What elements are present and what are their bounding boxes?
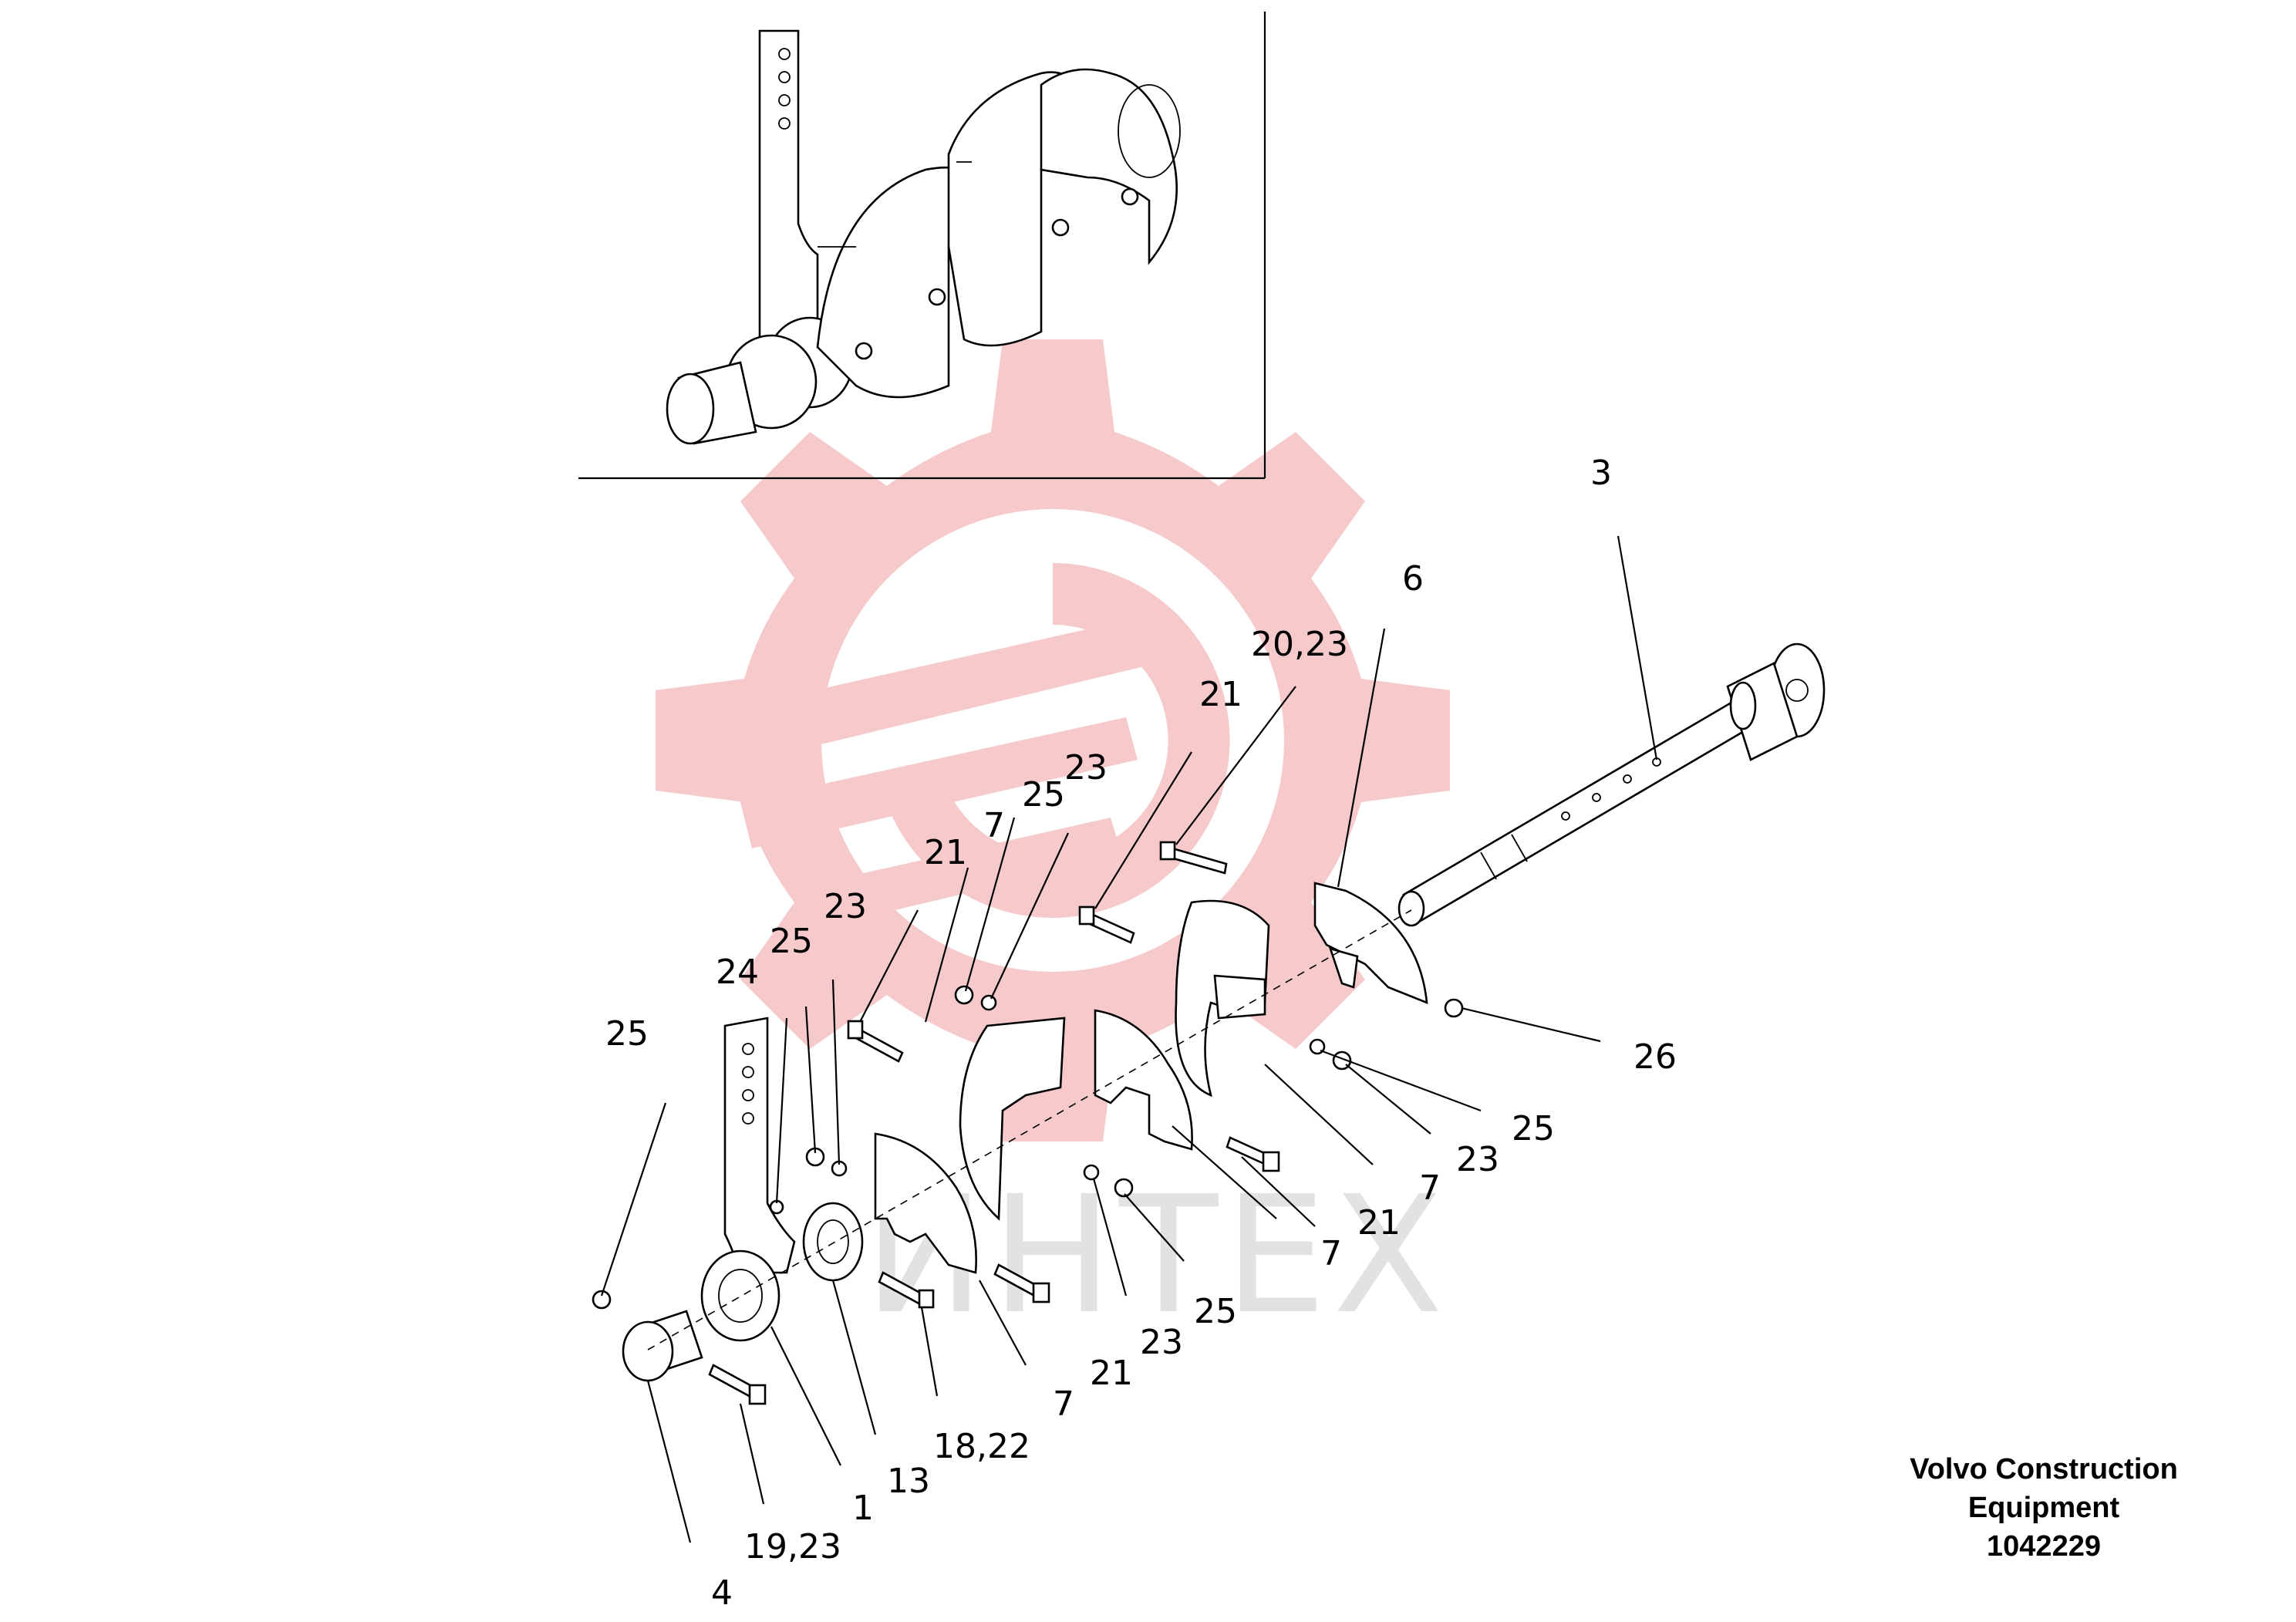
nuts-and-washers: [592, 985, 1464, 1310]
callout-25-b: 25: [770, 922, 813, 961]
bolt-21-upper: [1159, 841, 1228, 875]
inset-assembled-view: [578, 12, 1266, 480]
callout-4: 4: [711, 1573, 733, 1613]
callout-21-d: 21: [1090, 1354, 1133, 1393]
callout-1: 1: [852, 1489, 874, 1528]
flight-part-7-near: [874, 1132, 977, 1274]
bolt-21-lower-right: [1226, 1136, 1280, 1172]
manufacturer-caption: Volvo Construction Equipment 1042229: [1843, 1450, 2244, 1566]
callout-26: 26: [1633, 1037, 1677, 1077]
callout-25-e: 25: [1194, 1292, 1237, 1331]
bolt-19-23: [708, 1364, 767, 1405]
callout-7-c: 7: [1320, 1234, 1342, 1273]
support-arm-part-1: [700, 1017, 796, 1342]
caption-line-2: Equipment: [1967, 1492, 2120, 1524]
caption-part-number: 1042229: [1987, 1530, 2101, 1563]
callout-18-22: 18,22: [933, 1427, 1030, 1466]
leader-lines: [600, 535, 1658, 1543]
callout-7-b: 7: [1419, 1168, 1441, 1208]
callout-25-d: 25: [1512, 1109, 1555, 1148]
callout-21-c: 21: [1357, 1203, 1401, 1243]
callout-20-23: 20,23: [1251, 625, 1348, 664]
callout-6: 6: [1402, 559, 1424, 599]
callout-7-d: 7: [1053, 1384, 1074, 1424]
callout-19-23: 19,23: [744, 1527, 841, 1566]
callout-21-a: 21: [1199, 675, 1242, 714]
collar-part-4: [622, 1310, 703, 1382]
callout-23-c: 23: [1456, 1140, 1499, 1179]
flight-part-7-rear: [1175, 899, 1270, 1098]
flight-part-7-front: [959, 1017, 1066, 1221]
bolt-21-mid: [1078, 905, 1135, 944]
callout-23-d: 23: [1140, 1323, 1183, 1362]
bolt-21-left: [847, 1020, 904, 1063]
callout-13: 13: [887, 1462, 930, 1501]
bearing-part-13: [802, 1202, 864, 1282]
callout-25-a: 25: [1022, 775, 1065, 814]
callout-labels: 3 6 20,23 21 7 25 23 21 25 23 24 25 26 2…: [605, 454, 1677, 1613]
callout-23-b: 23: [824, 887, 867, 926]
bolt-18-22: [878, 1271, 935, 1309]
bolt-21-lower: [993, 1263, 1050, 1303]
shaft-part-3: [1397, 642, 1826, 927]
callout-24: 24: [716, 953, 759, 992]
callout-7-a: 7: [983, 806, 1005, 845]
flight-part-6: [1313, 882, 1428, 1005]
callout-25-c: 25: [605, 1014, 649, 1054]
callout-3: 3: [1590, 454, 1612, 493]
flight-part-7-middle: [1094, 1009, 1193, 1151]
callout-21-b: 21: [924, 833, 967, 872]
caption-line-1: Volvo Construction: [1910, 1453, 2178, 1485]
callout-23-a: 23: [1064, 748, 1108, 787]
